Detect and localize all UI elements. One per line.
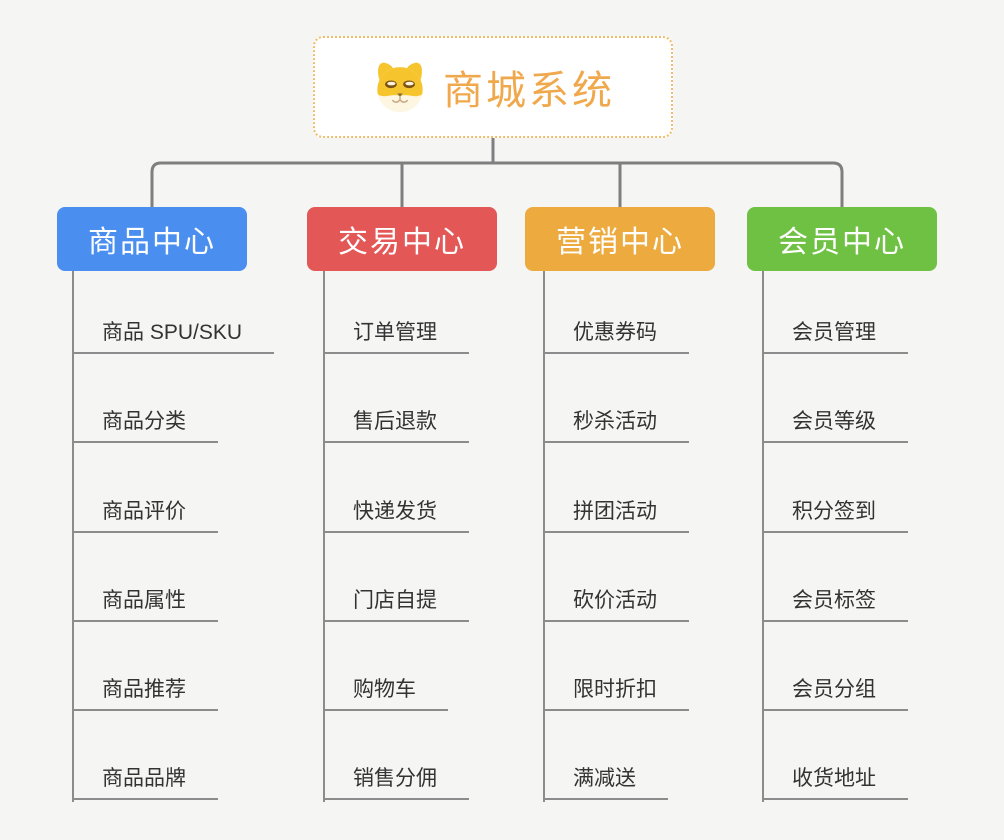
- sub-topic[interactable]: 会员分组: [762, 676, 908, 711]
- sub-topic[interactable]: 会员管理: [762, 319, 908, 354]
- sub-topic[interactable]: 积分签到: [762, 498, 908, 533]
- branch-topic-product-center[interactable]: 商品中心: [57, 207, 247, 271]
- sub-topic[interactable]: 商品分类: [72, 408, 218, 443]
- sub-topic[interactable]: 优惠券码: [543, 319, 689, 354]
- branch-topic-label: 营销中心: [556, 226, 684, 259]
- sub-topic[interactable]: 商品属性: [72, 587, 218, 622]
- root-topic[interactable]: 商城系统: [313, 36, 673, 138]
- sub-topic[interactable]: 砍价活动: [543, 587, 689, 622]
- sub-topic[interactable]: 拼团活动: [543, 498, 689, 533]
- sub-topic[interactable]: 快递发货: [323, 498, 469, 533]
- root-topic-label: 商城系统: [443, 69, 615, 113]
- sub-topic[interactable]: 门店自提: [323, 587, 469, 622]
- connector-line: [150, 161, 844, 209]
- branch-topic-label: 交易中心: [338, 226, 466, 259]
- sub-topic[interactable]: 满减送: [543, 765, 668, 800]
- sub-topic[interactable]: 商品评价: [72, 498, 218, 533]
- sub-topic[interactable]: 商品 SPU/SKU: [72, 319, 275, 354]
- branch-spine-line: [543, 271, 545, 802]
- branch-topic-member-center[interactable]: 会员中心: [747, 207, 937, 271]
- branch-spine-line: [72, 271, 74, 802]
- sub-topic[interactable]: 商品推荐: [72, 676, 218, 711]
- sub-topic[interactable]: 会员标签: [762, 587, 908, 622]
- sub-topic[interactable]: 会员等级: [762, 408, 908, 443]
- sub-topic[interactable]: 购物车: [323, 676, 448, 711]
- branch-topic-trade-center[interactable]: 交易中心: [307, 207, 497, 271]
- dog-face-icon: [377, 62, 423, 113]
- sub-topic[interactable]: 售后退款: [323, 408, 469, 443]
- sub-topic[interactable]: 限时折扣: [543, 676, 689, 711]
- sub-topic[interactable]: 商品品牌: [72, 765, 218, 800]
- branch-spine-line: [323, 271, 325, 802]
- branch-topic-marketing-center[interactable]: 营销中心: [525, 207, 715, 271]
- sub-topic[interactable]: 订单管理: [323, 319, 469, 354]
- branch-topic-label: 商品中心: [88, 226, 216, 259]
- branch-topic-label: 会员中心: [778, 226, 906, 259]
- sub-topic[interactable]: 收货地址: [762, 765, 908, 800]
- sub-topic[interactable]: 销售分佣: [323, 765, 469, 800]
- branch-spine-line: [762, 271, 764, 802]
- sub-topic[interactable]: 秒杀活动: [543, 408, 689, 443]
